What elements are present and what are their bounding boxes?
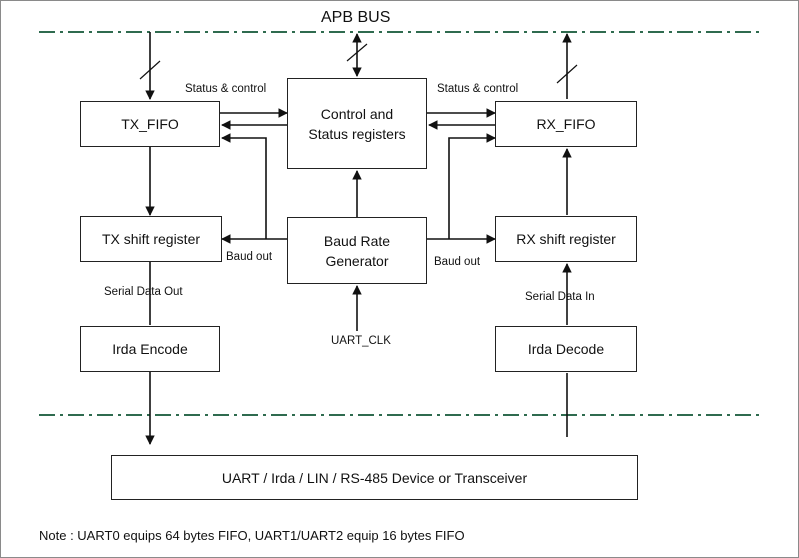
bus-width-slash-rx: [556, 64, 578, 84]
tx-fifo-block: TX_FIFO: [80, 101, 220, 147]
rx-shift-register-label: RX shift register: [516, 231, 616, 247]
baud-rate-line2: Generator: [325, 252, 389, 269]
wire-baud-to-tx-fifo: [221, 133, 267, 239]
tx-shift-register-block: TX shift register: [80, 216, 222, 262]
irda-encode-block: Irda Encode: [80, 326, 220, 372]
wire-baud-to-rx-fifo: [448, 133, 496, 239]
rx-fifo-label: RX_FIFO: [536, 116, 596, 132]
irda-encode-label: Irda Encode: [112, 341, 188, 357]
irda-decode-label: Irda Decode: [527, 341, 605, 357]
tx-shift-register-label: TX shift register: [101, 231, 201, 247]
control-status-line2: Status registers: [308, 125, 406, 142]
status-control-label-right: Status & control: [437, 83, 519, 95]
serial-data-in-label: Serial Data In: [525, 291, 595, 303]
bus-width-slash-tx: [139, 60, 161, 80]
uart-clk-label: UART_CLK: [331, 335, 391, 347]
fifo-note: Note : UART0 equips 64 bytes FIFO, UART1…: [39, 528, 465, 543]
baud-out-label-right: Baud out: [434, 256, 481, 268]
irda-decode-block: Irda Decode: [495, 326, 637, 372]
baud-out-label-left: Baud out: [226, 251, 273, 263]
tx-fifo-label: TX_FIFO: [121, 116, 179, 132]
baud-rate-generator-block: Baud Rate Generator: [287, 217, 427, 284]
device-transceiver-label: UART / Irda / LIN / RS-485 Device or Tra…: [221, 469, 528, 486]
serial-data-out-label: Serial Data Out: [104, 286, 183, 298]
control-status-registers-block: Control and Status registers: [287, 78, 427, 169]
bus-width-slash-ctrl: [346, 43, 368, 62]
apb-bus-title: APB BUS: [321, 9, 391, 26]
rx-fifo-block: RX_FIFO: [495, 101, 637, 147]
control-status-line1: Control and: [320, 105, 394, 122]
status-control-label-left: Status & control: [185, 83, 267, 95]
baud-rate-line1: Baud Rate: [323, 232, 391, 249]
device-transceiver-block: UART / Irda / LIN / RS-485 Device or Tra…: [111, 455, 638, 500]
rx-shift-register-block: RX shift register: [495, 216, 637, 262]
